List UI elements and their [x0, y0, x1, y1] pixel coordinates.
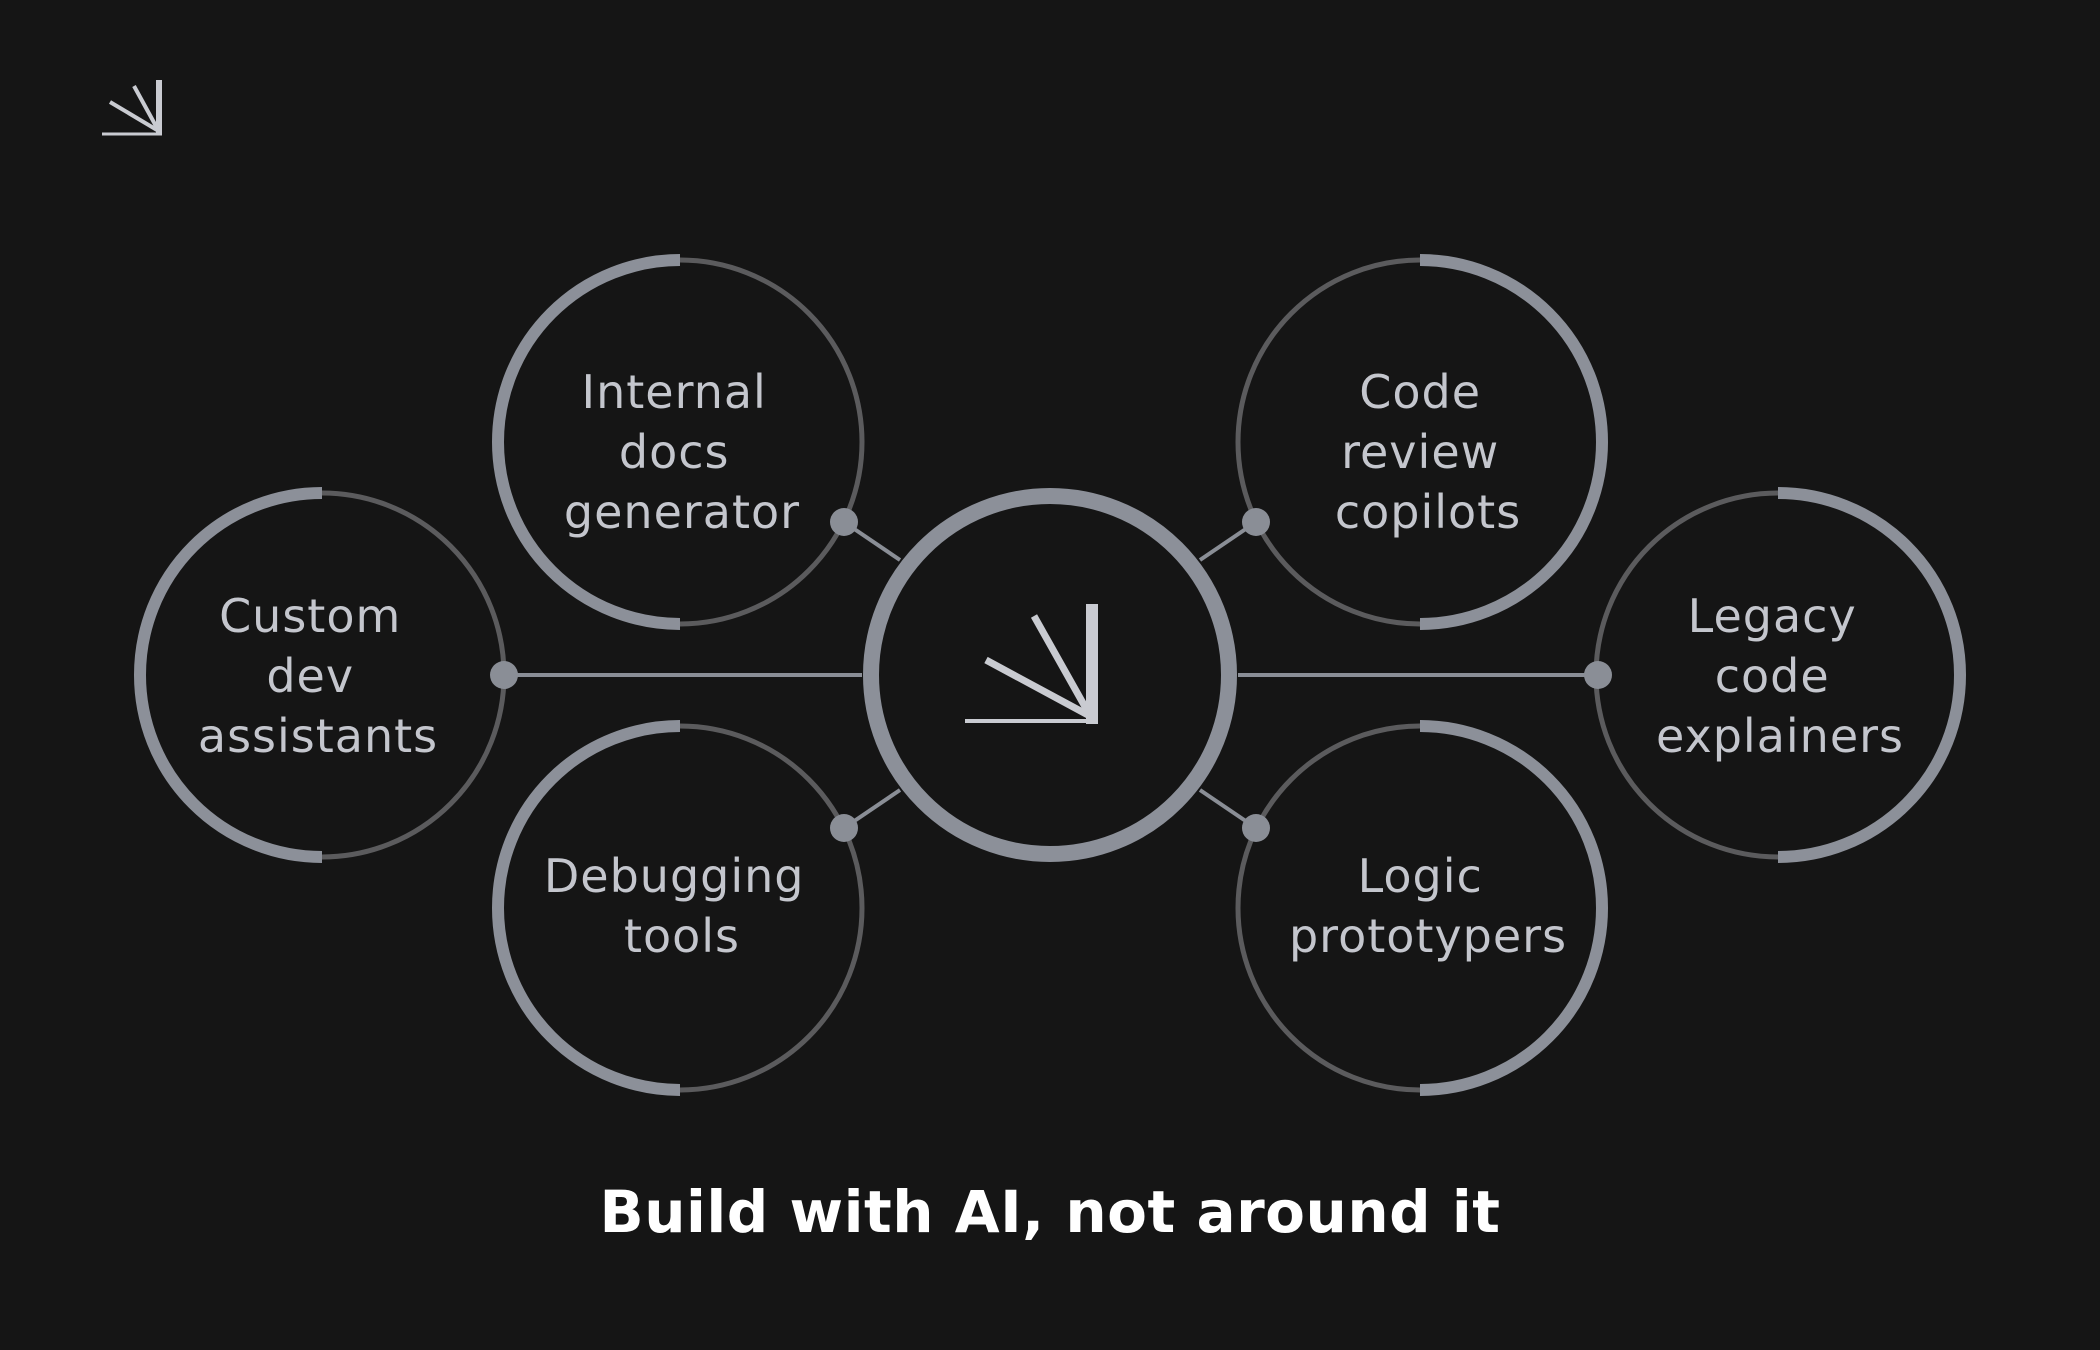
node-label: Code review copilots [1335, 365, 1521, 539]
connector-dot [1584, 661, 1612, 689]
node-legacy-code: Legacy code explainers [1584, 487, 1966, 863]
arrow-burst-logo-icon [102, 80, 162, 136]
node-internal-docs: Internal docs generator [492, 254, 865, 630]
node-label: Logic prototypers [1289, 849, 1567, 963]
arrow-burst-logo-icon [965, 604, 1098, 724]
connector-dot [830, 508, 858, 536]
node-code-review: Code review copilots [1235, 254, 1608, 630]
node-label: Custom dev assistants [198, 589, 438, 763]
connector-dot [1242, 814, 1270, 842]
node-debugging: Debugging tools [492, 720, 865, 1096]
connector-dot [830, 814, 858, 842]
connector-dot [490, 661, 518, 689]
caption-title: Build with AI, not around it [599, 1178, 1501, 1246]
node-label: Legacy code explainers [1656, 589, 1904, 763]
connector-dot [1242, 508, 1270, 536]
node-logic-proto: Logic prototypers [1235, 720, 1608, 1096]
node-label: Debugging tools [544, 849, 820, 963]
hub-node [863, 488, 1237, 862]
node-label: Internal docs generator [564, 365, 800, 539]
node-custom-dev: Custom dev assistants [134, 487, 518, 863]
